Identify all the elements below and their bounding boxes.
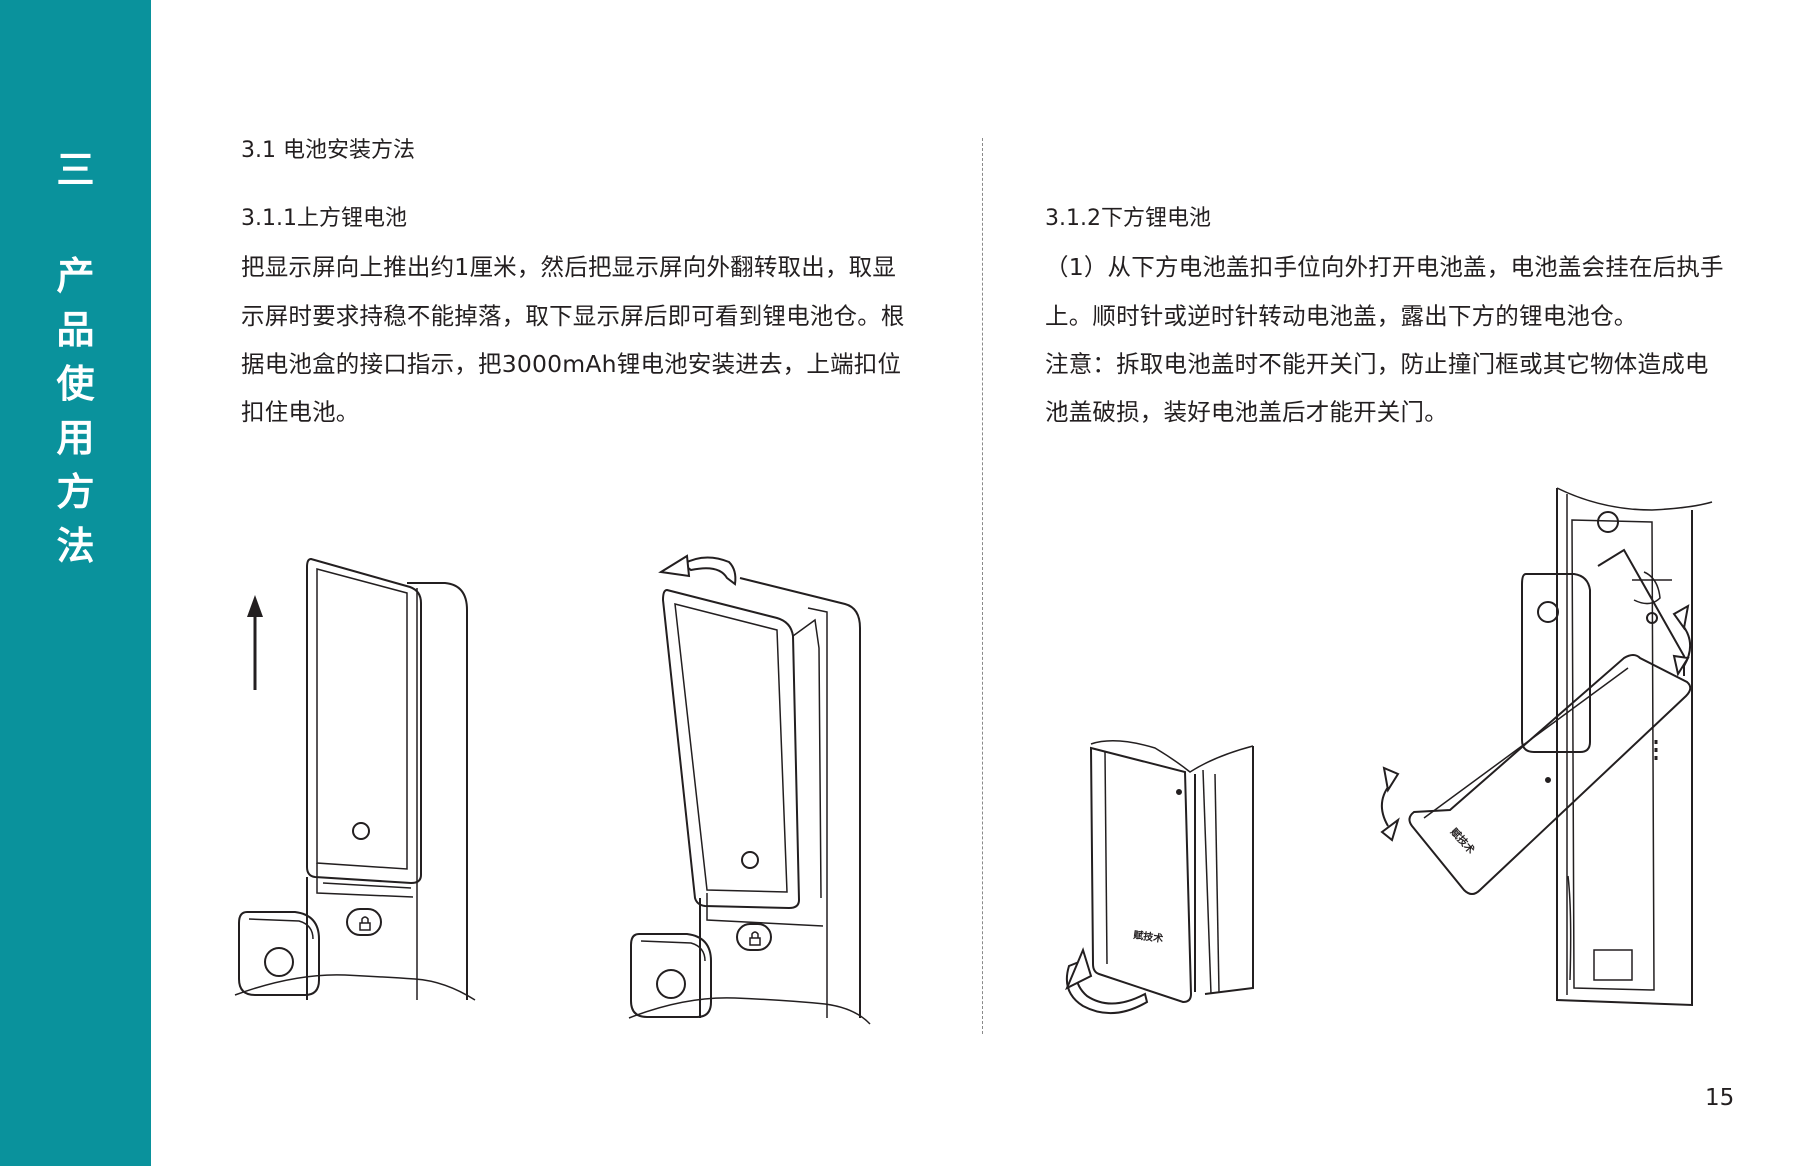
svg-text:赋技术: 赋技术 <box>1448 825 1478 856</box>
chapter-title-char: 产 <box>56 254 95 298</box>
left-body-line: 据电池盒的接口指示，把3000mAh锂电池安装进去，上端扣位 <box>241 350 902 378</box>
chapter-sidebar: 三 产 品 使 用 方 法 <box>0 0 151 1166</box>
handle-block <box>631 934 711 1017</box>
right-body-line: 池盖破损，装好电池盖后才能开关门。 <box>1045 398 1448 426</box>
lock-body-outline <box>407 583 467 1000</box>
rotate-arrow-icon-right <box>1674 606 1690 674</box>
illustration-flip-display-out <box>625 548 885 1028</box>
lock-body-outline <box>740 578 860 1018</box>
illustration-rotate-battery-cover: 赋技术 <box>1362 480 1722 1020</box>
left-body-line: 扣住电池。 <box>241 398 360 426</box>
page-number: 15 <box>1705 1085 1735 1111</box>
lock-body-outline <box>1557 488 1692 1005</box>
illustration-push-display-up <box>235 555 485 1015</box>
display-panel <box>1522 574 1590 752</box>
chapter-title-char: 用 <box>56 416 95 460</box>
display-panel <box>307 559 421 883</box>
rotate-arrow-icon <box>1067 950 1147 1013</box>
battery-cover <box>1091 748 1191 1002</box>
illustration-open-battery-cover: 赋技术 <box>1055 730 1255 1030</box>
rotate-arrow-icon-left <box>1382 768 1398 840</box>
battery-cover-rotated <box>1409 655 1690 894</box>
column-divider <box>982 138 983 1034</box>
chapter-title-char: 品 <box>56 308 95 352</box>
right-subheading: 3.1.2下方锂电池 <box>1045 206 1211 231</box>
right-body-line: 注意：拆取电池盖时不能开关门，防止撞门框或其它物体造成电 <box>1045 350 1709 378</box>
right-body-line: （1）从下方电池盖扣手位向外打开电池盖，电池盖会挂在后执手 <box>1045 253 1724 281</box>
chapter-title-char: 法 <box>56 524 95 568</box>
display-panel-tilted <box>663 590 799 908</box>
left-subheading: 3.1.1上方锂电池 <box>241 206 407 231</box>
handle-block <box>239 912 319 995</box>
left-body-line: 示屏时要求持稳不能掉落，取下显示屏后即可看到锂电池仓。根 <box>241 302 905 330</box>
svg-text:赋技术: 赋技术 <box>1133 928 1165 945</box>
left-body-line: 把显示屏向上推出约1厘米，然后把显示屏向外翻转取出，取显 <box>241 253 897 281</box>
chapter-title-char: 方 <box>56 470 95 514</box>
right-body-line: 上。顺时针或逆时针转动电池盖，露出下方的锂电池仓。 <box>1045 302 1638 330</box>
section-title: 3.1 电池安装方法 <box>241 138 415 163</box>
rotate-arrow-icon <box>661 556 735 584</box>
chapter-title-char: 使 <box>56 362 95 406</box>
chapter-numeral: 三 <box>56 148 95 192</box>
arrow-up-icon <box>247 595 263 690</box>
